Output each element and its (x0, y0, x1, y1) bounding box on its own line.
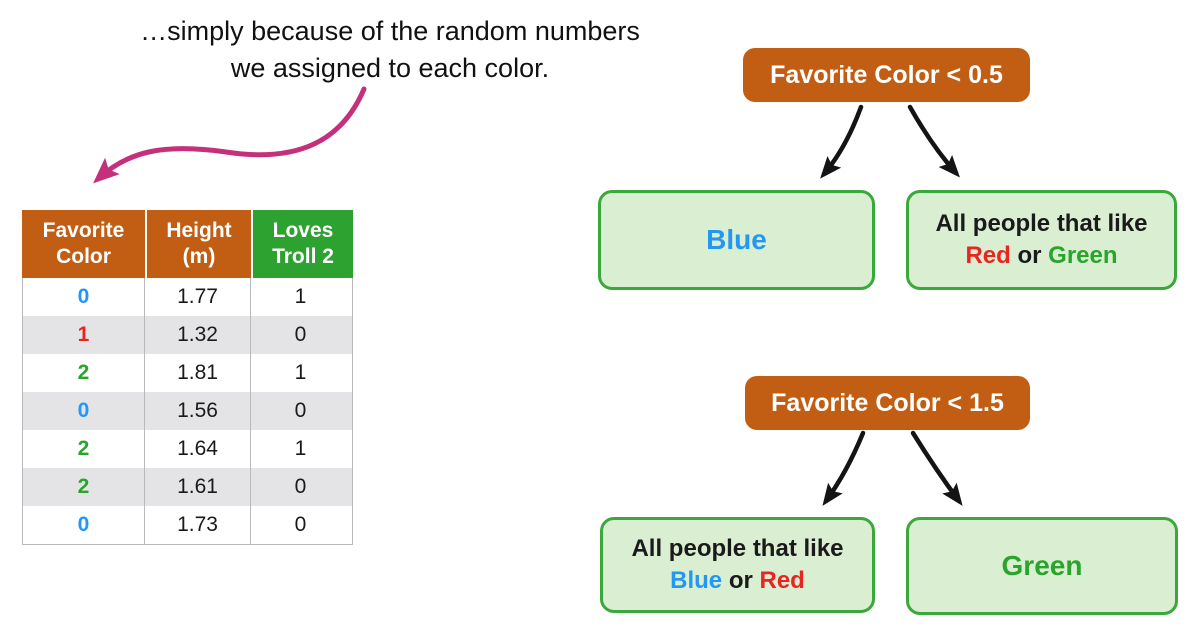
table-cell: 1 (77, 323, 90, 346)
tree1-edge-left-arrow (820, 104, 864, 179)
leaf-text-line: Red or Green (965, 242, 1118, 269)
table-cell: 0 (250, 316, 350, 354)
leaf-text-line: All people that like (935, 210, 1148, 237)
table-cell: 2 (77, 437, 90, 460)
table-cell: 1 (250, 430, 350, 468)
table-cell: 1.64 (144, 430, 250, 468)
caption-line-1: …simply because of the random numbers (140, 16, 640, 46)
table-cell: 1.56 (144, 392, 250, 430)
table-cell: 0 (250, 468, 350, 506)
table-cell: 1.81 (144, 354, 250, 392)
table-cell: 1.61 (144, 468, 250, 506)
column-header: Favorite Color (22, 210, 145, 278)
table-cell: 1.73 (144, 506, 250, 544)
leaf-text-line: Green (1001, 550, 1083, 581)
leaf-text-line: Blue or Red (670, 567, 805, 594)
tree2-edge-right-arrow (910, 430, 963, 506)
table-cell: 1 (250, 278, 350, 316)
column-header: Height (m) (145, 210, 251, 278)
table-cell: 0 (77, 285, 90, 308)
leaf-text-line: Blue (706, 224, 767, 255)
table-cell: 0 (77, 513, 90, 536)
tree1-leaf-blue: Blue (598, 190, 875, 290)
table-cell: 0 (77, 399, 90, 422)
table-cell: 2 (77, 475, 90, 498)
tree1-root-node: Favorite Color < 0.5 (743, 48, 1030, 102)
tree1-edge-right-arrow (907, 104, 960, 178)
leaf-text-line: All people that like (631, 535, 844, 562)
pink-curved-arrow (93, 86, 367, 184)
tree2-edge-left-arrow (822, 430, 866, 506)
tree2-root-node: Favorite Color < 1.5 (745, 376, 1030, 430)
table-cell: 0 (250, 506, 350, 544)
caption-line-2: we assigned to each color. (230, 53, 550, 83)
caption-text: …simply because of the random numbers we… (95, 13, 685, 87)
column-header: Loves Troll 2 (251, 210, 353, 278)
table-cell: 1.32 (144, 316, 250, 354)
table-cell: 0 (250, 392, 350, 430)
tree2-leaf-green: Green (906, 517, 1178, 615)
table-cell: 2 (77, 361, 90, 384)
table-cell: 1.77 (144, 278, 250, 316)
table-cell: 1 (250, 354, 350, 392)
